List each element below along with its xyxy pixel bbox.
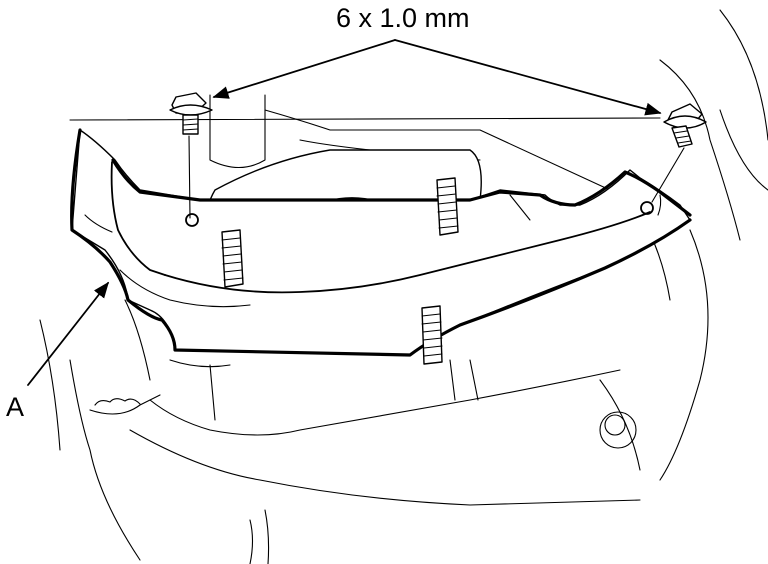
bolt-leader-arrows [212, 39, 662, 116]
exhaust-stud-left [221, 229, 244, 288]
exhaust-stud-top [436, 177, 459, 236]
bolt-size-callout: 6 x 1.0 mm [336, 3, 470, 33]
part-a-callout: A [6, 392, 25, 422]
mounting-bolt-right [651, 103, 707, 203]
engine-background-outline [39, 9, 768, 564]
mounting-bolt-left [169, 92, 213, 219]
exhaust-stud-bottom [421, 305, 443, 365]
part-a-leader-arrow [27, 281, 109, 386]
heat-shield-part-a [70, 128, 692, 357]
